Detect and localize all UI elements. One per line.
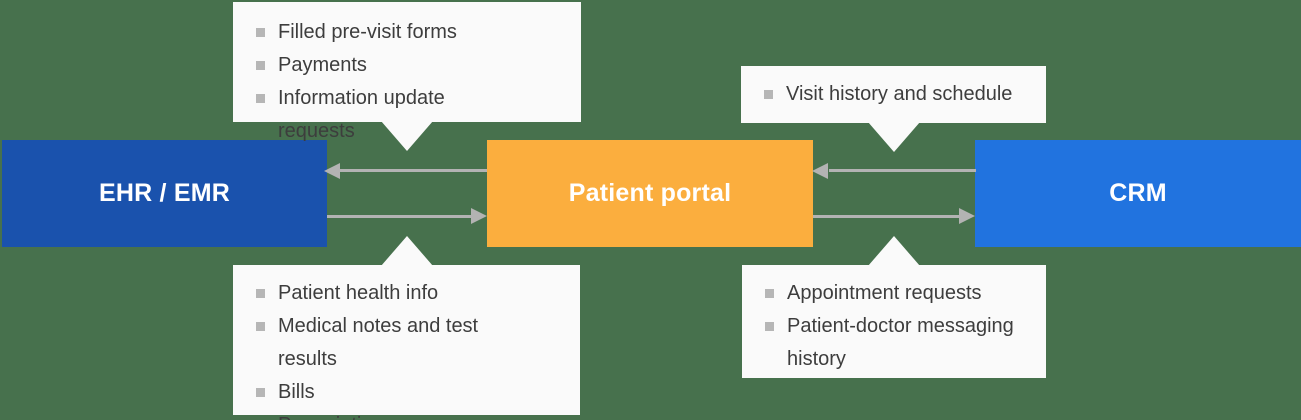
arrow-portal-to-crm: [813, 215, 959, 218]
arrow-crm-to-portal: [829, 169, 976, 172]
callout-ehr-to-portal: Patient health info Medical notes and te…: [233, 236, 580, 420]
callout-tail-down-icon: [867, 122, 920, 152]
node-ehr-emr-label: EHR / EMR: [99, 179, 230, 207]
list-item-label: Payments: [278, 54, 367, 76]
node-ehr-emr: EHR / EMR: [2, 140, 327, 247]
list-item: Filled pre-visit forms: [256, 16, 569, 49]
list-item-label: Visit history and schedule: [786, 83, 1013, 105]
arrowhead-left-icon: [812, 163, 828, 179]
list-item: Visit history and schedule: [764, 78, 1034, 111]
bullet-square-icon: [256, 28, 265, 37]
list-item-label: Appointment requests: [787, 282, 982, 304]
list-item-label: Bills: [278, 381, 315, 403]
list-item-label: Information update requests: [278, 87, 445, 142]
list-item: Appointment requests: [765, 277, 1034, 310]
node-patient-portal-label: Patient portal: [568, 179, 732, 207]
list-item: Prescriptions: [256, 409, 568, 420]
list-item-label: Medical notes and test results: [278, 315, 479, 370]
bullet-square-icon: [256, 388, 265, 397]
callout-portal-to-ehr: Filled pre-visit forms Payments Informat…: [233, 2, 581, 151]
list-item: Bills: [256, 376, 568, 409]
bullet-square-icon: [256, 61, 265, 70]
list-item: Medical notes and test results: [256, 310, 568, 376]
list-item: Patient-doctor messaging history: [765, 310, 1034, 376]
node-patient-portal: Patient portal: [487, 140, 813, 247]
node-crm-label: CRM: [1109, 179, 1167, 207]
arrow-ehr-to-portal: [327, 215, 472, 218]
list-item: Payments: [256, 49, 569, 82]
bullet-square-icon: [256, 289, 265, 298]
list-item-label: Filled pre-visit forms: [278, 21, 457, 43]
node-crm: CRM: [975, 140, 1301, 247]
list-item-label: Patient health info: [278, 282, 439, 304]
list-item: Patient health info: [256, 277, 568, 310]
bullet-square-icon: [256, 322, 265, 331]
callout-tail-up-icon: [380, 236, 433, 266]
callout-portal-to-crm: Appointment requests Patient-doctor mess…: [742, 236, 1046, 378]
callout-tail-up-icon: [868, 236, 920, 266]
bullet-square-icon: [256, 94, 265, 103]
bullet-square-icon: [764, 90, 773, 99]
bullet-square-icon: [765, 322, 774, 331]
list-item-label: Prescriptions: [278, 409, 394, 420]
arrowhead-left-icon: [324, 163, 340, 179]
list-item-label: Patient-doctor messaging history: [787, 315, 1014, 370]
callout-tail-down-icon: [381, 121, 433, 151]
list-item: Information update requests: [256, 82, 569, 148]
arrowhead-right-icon: [471, 208, 487, 224]
bullet-square-icon: [765, 289, 774, 298]
callout-crm-to-portal: Visit history and schedule: [741, 66, 1046, 152]
arrowhead-right-icon: [959, 208, 975, 224]
arrow-portal-to-ehr: [339, 169, 487, 172]
